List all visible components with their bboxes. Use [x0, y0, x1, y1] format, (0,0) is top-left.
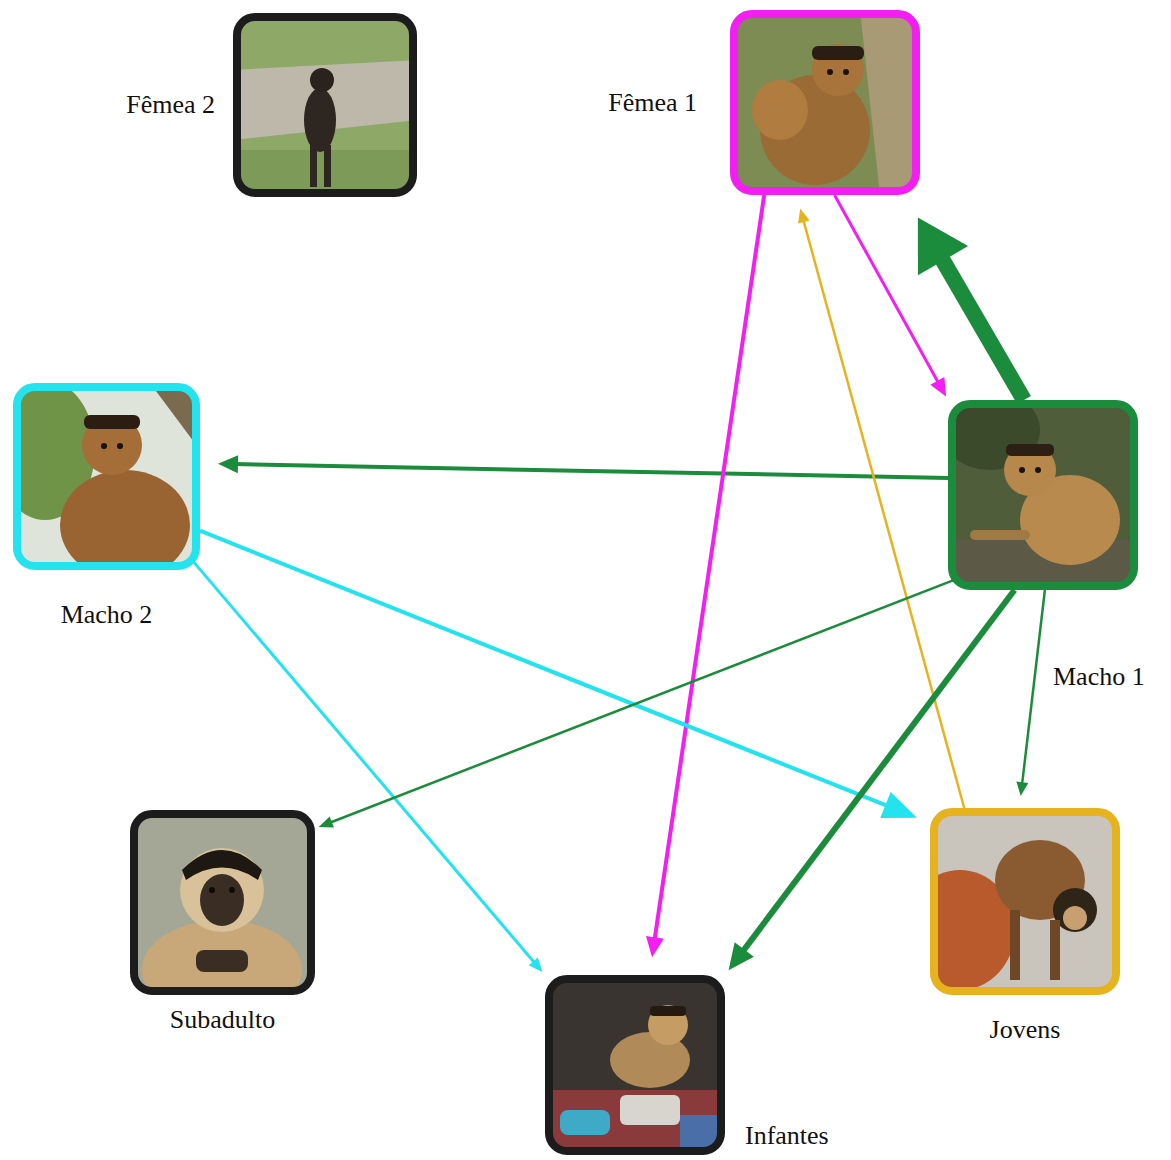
- interaction-arrow: [835, 195, 947, 397]
- arrowhead: [880, 792, 917, 818]
- photo-frame: Fêmea 2: [233, 13, 417, 197]
- arrow-line: [835, 195, 940, 384]
- photo-male-1: [952, 404, 1134, 586]
- arrowhead: [646, 936, 664, 957]
- arrowhead: [798, 209, 810, 224]
- arrowhead: [218, 455, 238, 473]
- photo-female-1: [734, 14, 916, 191]
- photo-frame: Jovens: [930, 808, 1120, 995]
- arrowhead: [319, 816, 334, 827]
- interaction-arrow: [646, 195, 764, 957]
- photo-female-2: [237, 17, 413, 193]
- photo-male-2: [17, 387, 196, 566]
- arrow-line: [234, 464, 948, 478]
- interaction-arrow: [193, 561, 543, 972]
- arrow-line: [803, 219, 964, 808]
- photo-juveniles: [934, 812, 1116, 991]
- arrow-line: [654, 195, 764, 941]
- arrow-line: [1022, 590, 1045, 785]
- node-label: Infantes: [745, 1121, 829, 1151]
- arrowhead: [529, 957, 543, 972]
- arrowhead: [729, 942, 754, 970]
- arrowhead: [930, 377, 946, 397]
- arrow-line: [938, 252, 1024, 400]
- interaction-arrow: [798, 209, 964, 808]
- node-label: Macho 1: [1053, 662, 1145, 692]
- interaction-arrow: [218, 455, 948, 478]
- photo-frame: Macho 2: [13, 383, 200, 570]
- photo-subadult: [134, 814, 311, 991]
- photo-frame: Macho 1: [948, 400, 1138, 590]
- node-label: Macho 2: [61, 600, 153, 630]
- arrow-line: [200, 531, 892, 808]
- interaction-arrow: [1016, 590, 1045, 796]
- arrowhead: [1016, 781, 1028, 796]
- interaction-arrow: [200, 531, 917, 818]
- arrowhead: [918, 217, 968, 275]
- interaction-arrow: [729, 590, 1015, 970]
- node-label: Jovens: [990, 1015, 1061, 1045]
- node-label: Subadulto: [170, 1005, 275, 1035]
- photo-frame: Subadulto: [130, 810, 315, 995]
- node-label: Fêmea 1: [608, 88, 697, 118]
- node-label: Fêmea 2: [126, 90, 215, 120]
- arrow-line: [741, 590, 1014, 954]
- photo-frame: Infantes: [545, 975, 725, 1155]
- photo-infants: [549, 979, 721, 1151]
- photo-frame: Fêmea 1: [730, 10, 920, 195]
